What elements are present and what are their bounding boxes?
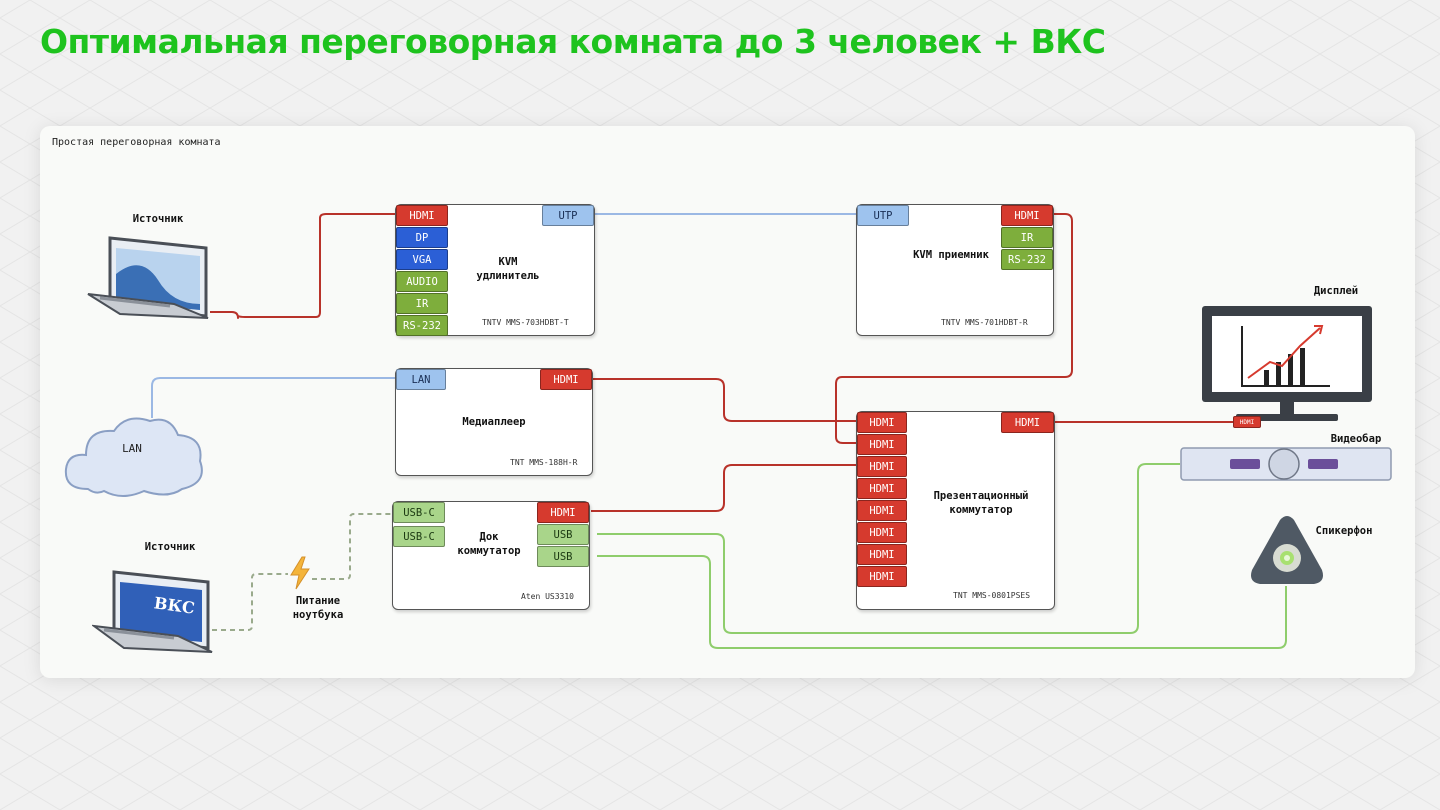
videobar-icon xyxy=(1180,447,1392,481)
kvm-extender: HDMI DP VGA AUDIO IR RS-232 UTP KVM удли… xyxy=(395,204,595,336)
speakerphone-label: Спикерфон xyxy=(1315,525,1373,537)
kvm-extender-model: TNTV MMS-703HDBT-T xyxy=(482,318,569,327)
switcher-input-2: HDMI xyxy=(857,434,907,455)
switcher-input-1: HDMI xyxy=(857,412,907,433)
wire-lan-to-mediaplayer xyxy=(151,377,396,418)
wire-dock-to-speakerphone xyxy=(597,555,1287,649)
kvm-extender-name: KVM удлинитель xyxy=(476,256,540,282)
switcher-model: TNT MMS-0801PSES xyxy=(953,591,1031,600)
lightning-icon xyxy=(290,556,310,590)
kvm-receiver-model: TNTV MMS-701HDBT-R xyxy=(941,318,1028,327)
cloud-icon xyxy=(64,417,203,497)
laptop-vks-icon xyxy=(92,570,213,653)
switcher-input-5: HDMI xyxy=(857,500,907,521)
kvm-ext-port-dp: DP xyxy=(396,227,448,248)
power-label: Питание ноутбука xyxy=(292,595,344,621)
monitor-chart-icon xyxy=(1202,306,1372,421)
kvm-ext-port-rs232: RS-232 xyxy=(396,315,448,336)
display-label: Дисплей xyxy=(1313,285,1359,297)
kvm-ext-port-vga: VGA xyxy=(396,249,448,270)
kvm-receiver-name: KVM приемник xyxy=(913,249,989,261)
presentation-switcher: HDMI HDMI HDMI HDMI HDMI HDMI HDMI HDMI … xyxy=(856,411,1055,610)
media-player-name: Медиаплеер xyxy=(462,416,526,428)
display-port-hdmi: HDMI xyxy=(1233,416,1261,428)
kvm-rcv-port-ir: IR xyxy=(1001,227,1053,248)
media-player-model: TNT MMS-188H-R xyxy=(510,458,578,467)
diagram-panel: Простая переговорная комната Источник LA… xyxy=(40,126,1415,678)
dock-name: Док коммутатор xyxy=(457,531,521,557)
switcher-input-6: HDMI xyxy=(857,522,907,543)
switcher-input-3: HDMI xyxy=(857,456,907,477)
kvm-ext-port-utp: UTP xyxy=(542,205,594,226)
kvm-ext-port-hdmi: HDMI xyxy=(396,205,448,226)
lan-cloud-label: LAN xyxy=(122,442,142,455)
wire-mediaplayer-to-switcher xyxy=(591,378,858,422)
switcher-output-hdmi: HDMI xyxy=(1001,412,1054,433)
kvm-rcv-port-utp: UTP xyxy=(857,205,909,226)
dock-port-usb-2: USB xyxy=(537,546,589,567)
dock-switch: USB-C USB-C HDMI USB USB Док коммутатор … xyxy=(392,501,590,610)
wire-power-to-dock xyxy=(312,513,392,580)
room-label: Простая переговорная комната xyxy=(52,137,221,148)
laptop-chart-icon xyxy=(87,236,209,319)
kvm-receiver: UTP HDMI IR RS-232 KVM приемник TNTV MMS… xyxy=(856,204,1054,336)
kvm-rcv-port-hdmi: HDMI xyxy=(1001,205,1053,226)
wire-dock-to-switcher xyxy=(591,464,858,512)
connection-wires xyxy=(151,213,1287,649)
switcher-name: Презентационный коммутатор xyxy=(933,490,1029,516)
dock-port-usb-1: USB xyxy=(537,524,589,545)
page-title: Оптимальная переговорная комната до 3 че… xyxy=(40,22,1106,61)
wire-power-to-laptop2 xyxy=(212,573,288,631)
dock-port-usbc-1: USB-C xyxy=(393,502,445,523)
kvm-ext-port-ir: IR xyxy=(396,293,448,314)
dock-port-usbc-2: USB-C xyxy=(393,526,445,547)
source2-label: Источник xyxy=(144,541,196,553)
switcher-input-8: HDMI xyxy=(857,566,907,587)
kvm-rcv-port-rs232: RS-232 xyxy=(1001,249,1053,270)
videobar-label: Видеобар xyxy=(1330,433,1382,445)
media-player: LAN HDMI Медиаплеер TNT MMS-188H-R xyxy=(395,368,593,476)
media-port-lan: LAN xyxy=(396,369,446,390)
wire-source1-to-kvm-extender xyxy=(210,213,397,319)
switcher-input-7: HDMI xyxy=(857,544,907,565)
wire-kvm-receiver-to-switcher xyxy=(835,213,1073,444)
dock-port-hdmi: HDMI xyxy=(537,502,589,523)
switcher-input-4: HDMI xyxy=(857,478,907,499)
dock-model: Aten US3310 xyxy=(521,592,574,601)
speakerphone-icon xyxy=(1251,516,1323,584)
media-port-hdmi: HDMI xyxy=(540,369,592,390)
kvm-ext-port-audio: AUDIO xyxy=(396,271,448,292)
source1-label: Источник xyxy=(132,213,184,225)
wire-dock-to-videobar xyxy=(597,463,1180,634)
